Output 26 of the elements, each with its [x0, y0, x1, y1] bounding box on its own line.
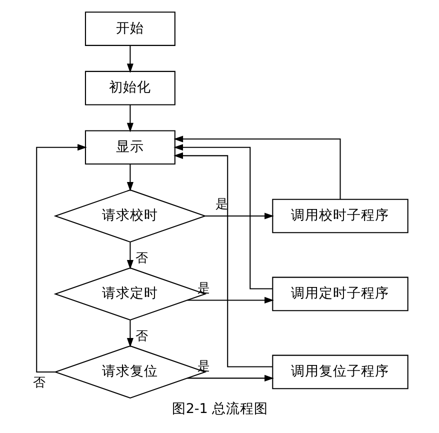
arrow: [204, 212, 274, 220]
edge-label: 否: [32, 374, 44, 390]
arrow: [186, 296, 274, 304]
arrow: [126, 46, 133, 73]
arrow: [173, 152, 272, 368]
edge-label: 是: [197, 280, 210, 296]
edge-label: 否: [135, 250, 148, 265]
node-box: 初始化: [84, 70, 175, 106]
edge-label: 是: [197, 358, 210, 374]
arrow: [36, 144, 86, 372]
node-box: 显示: [84, 130, 175, 164]
arrow: [173, 144, 272, 290]
node-diamond: 请求校时: [53, 189, 206, 243]
arrow: [126, 242, 133, 270]
arrow: [186, 374, 274, 382]
edge-label: 否: [135, 328, 148, 343]
edge-label: 是: [214, 196, 227, 211]
arrow: [126, 104, 133, 132]
caption: 图2-1 总流程图: [171, 400, 268, 417]
node-box: 调用定时子程序: [272, 276, 408, 312]
node-box: 调用复位子程序: [272, 354, 408, 390]
arrow: [126, 164, 133, 192]
arrow: [126, 320, 133, 348]
node-box: 开始: [84, 12, 175, 46]
node-box: 调用校时子程序: [272, 198, 408, 234]
arrow: [173, 136, 340, 200]
